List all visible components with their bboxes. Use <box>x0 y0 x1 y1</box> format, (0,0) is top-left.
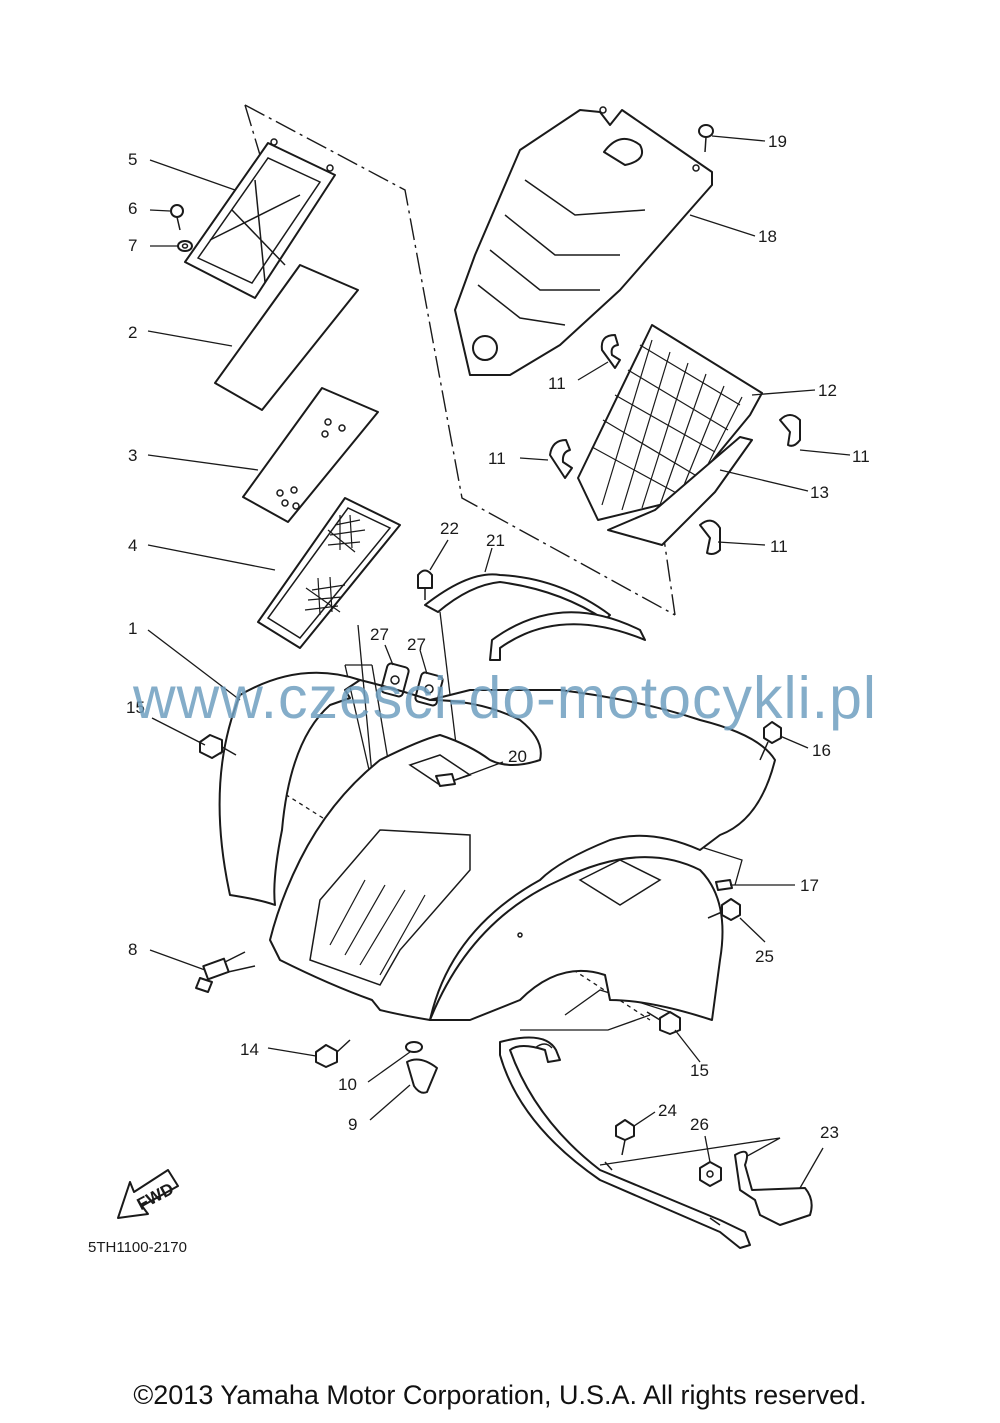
part-11-clip-a <box>600 334 621 369</box>
callout-15-b: 15 <box>690 1061 709 1080</box>
callout-2: 2 <box>128 323 137 342</box>
callout-27-b: 27 <box>407 635 426 654</box>
part-17-nut <box>715 879 733 891</box>
part-5-cover-frame <box>184 138 336 299</box>
watermark-url: www.czesci-do-motocykli.pl <box>133 665 877 731</box>
part-23-front-guard <box>499 1036 813 1249</box>
part-11-clip-b <box>549 439 573 479</box>
callout-10: 10 <box>338 1075 357 1094</box>
callout-11-b: 11 <box>488 449 506 468</box>
callout-22: 22 <box>440 519 459 538</box>
callout-26: 26 <box>690 1115 709 1134</box>
part-26-nut <box>699 1161 722 1187</box>
part-10-damper <box>405 1041 423 1053</box>
part-24-bolt <box>615 1119 635 1156</box>
callout-13: 13 <box>810 483 829 502</box>
callout-15-a: 15 <box>126 698 145 717</box>
callout-27-a: 27 <box>370 625 389 644</box>
part-25-bolt <box>707 898 741 921</box>
callout-1: 1 <box>128 619 137 638</box>
callout-7: 7 <box>128 236 137 255</box>
callout-11-a: 11 <box>548 374 566 393</box>
callout-labels: 1 2 3 4 5 6 7 8 9 10 11 11 11 11 12 13 1… <box>126 132 870 1142</box>
part-21-stay <box>424 573 646 661</box>
part-2-seal-plate <box>214 264 359 411</box>
callout-leaders <box>147 135 851 1189</box>
callout-20: 20 <box>508 747 527 766</box>
diagram-code: 5TH1100-2170 <box>88 1239 187 1256</box>
callout-6: 6 <box>128 199 137 218</box>
callout-19: 19 <box>768 132 787 151</box>
callout-3: 3 <box>128 446 137 465</box>
part-19-screw <box>698 124 714 153</box>
callout-14: 14 <box>240 1040 259 1059</box>
copyright-notice: ©2013 Yamaha Motor Corporation, U.S.A. A… <box>133 1380 867 1410</box>
fwd-arrow-icon: FWD <box>117 1169 179 1219</box>
part-15-bolt-b <box>646 1011 681 1035</box>
callout-25: 25 <box>755 947 774 966</box>
callout-12: 12 <box>818 381 837 400</box>
part-11-clip-c <box>779 414 801 447</box>
callout-4: 4 <box>128 536 137 555</box>
part-7-washer <box>177 240 193 252</box>
part-14-bolt <box>315 1039 351 1068</box>
callout-17: 17 <box>800 876 819 895</box>
part-22-push-clip <box>417 569 433 600</box>
part-18-front-cover <box>454 106 713 376</box>
part-13-grille-sheet <box>607 436 753 546</box>
part-4-air-filter <box>257 497 401 649</box>
part-16-bolt <box>759 721 782 761</box>
callout-21: 21 <box>486 531 505 550</box>
callout-16: 16 <box>812 741 831 760</box>
part-9-cap <box>406 1058 438 1094</box>
callout-8: 8 <box>128 940 137 959</box>
part-1-front-fender <box>218 671 776 1021</box>
callout-9: 9 <box>348 1115 357 1134</box>
part-8-connector <box>195 951 256 993</box>
callout-5: 5 <box>128 150 137 169</box>
part-6-screw <box>170 204 184 231</box>
callout-11-d: 11 <box>770 537 788 556</box>
part-20-clip <box>435 773 456 787</box>
callout-23: 23 <box>820 1123 839 1142</box>
part-3-element-sheet <box>242 387 379 523</box>
callout-11-c: 11 <box>852 447 870 466</box>
part-11-clip-d <box>699 519 721 555</box>
callout-24: 24 <box>658 1101 677 1120</box>
callout-18: 18 <box>758 227 777 246</box>
part-15-bolt-a <box>199 734 237 759</box>
